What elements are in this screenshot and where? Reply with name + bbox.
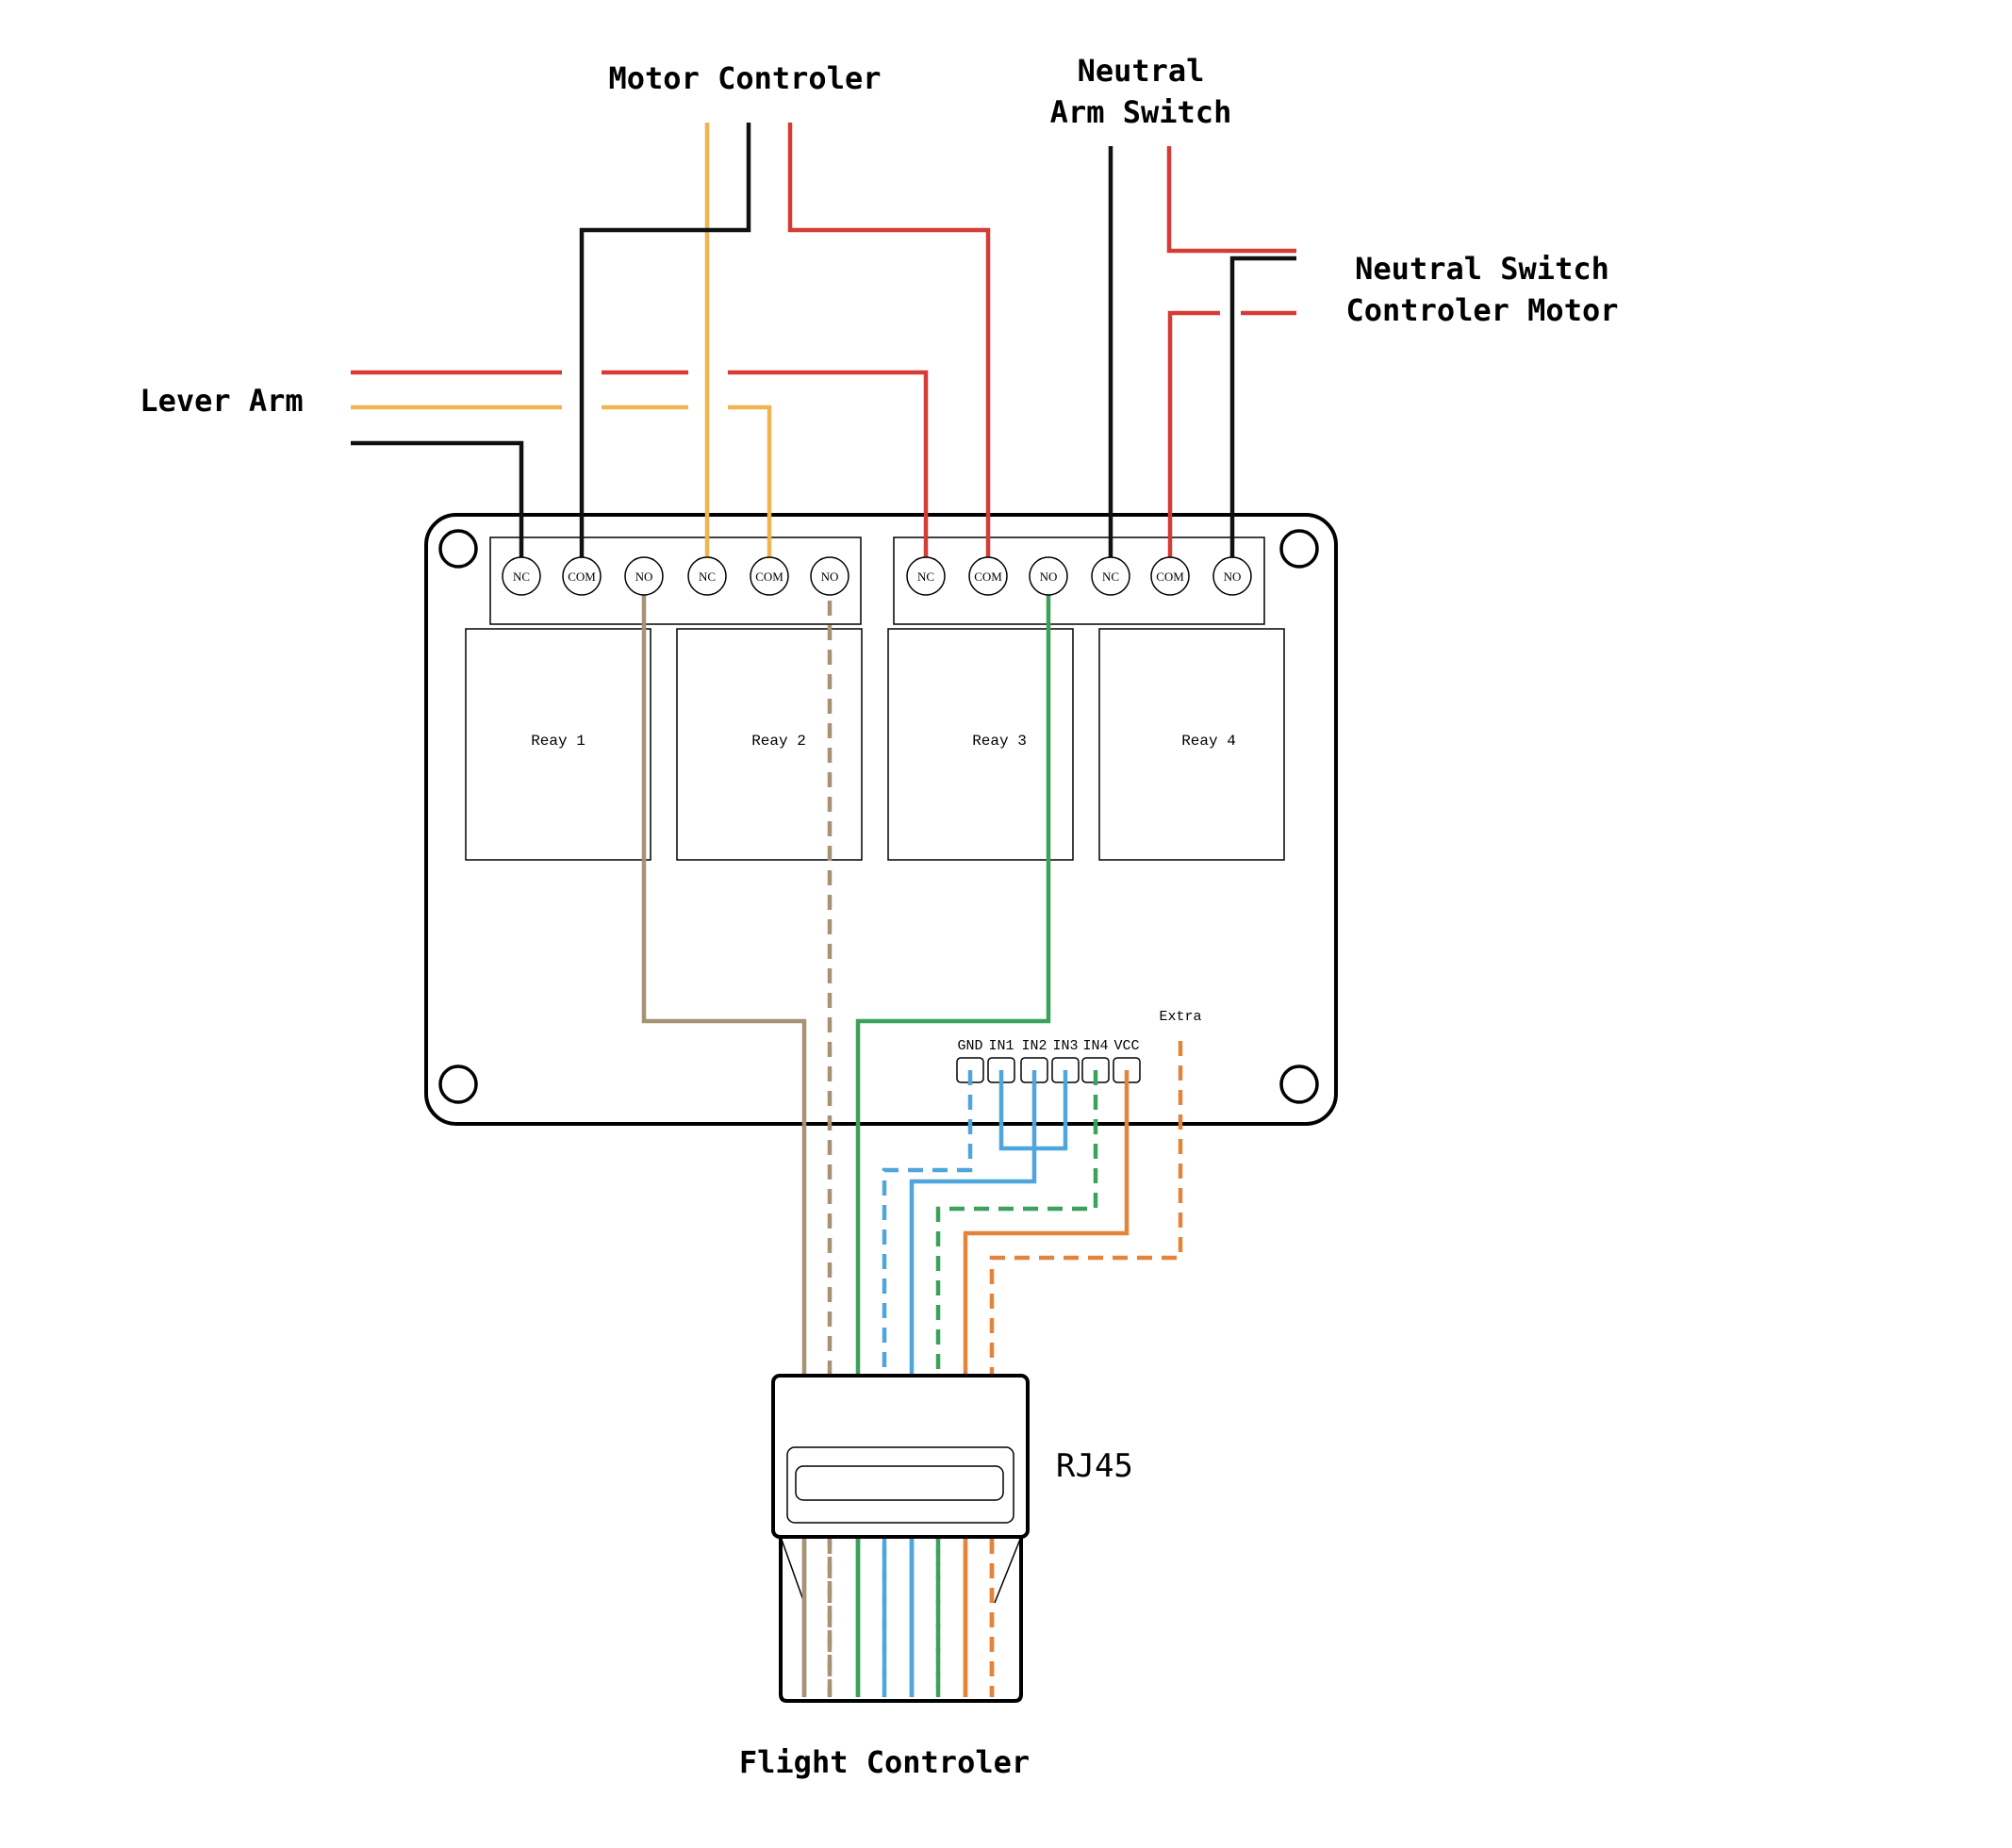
relay-4-label: Reay 4: [1181, 733, 1236, 750]
wire-motor-red: [787, 123, 991, 576]
terminal-2-com: COM: [750, 556, 789, 596]
wire-motor-black: [579, 123, 751, 576]
terminal-4-label: NC: [699, 569, 716, 584]
terminal-2-nc: NC: [687, 556, 727, 596]
wire-neutral-switch-black: [1229, 256, 1296, 576]
terminal-3-com: COM: [968, 556, 1008, 596]
extra-label: Extra: [1159, 1009, 1201, 1025]
neutral-switch-label-2: Controler Motor: [1346, 292, 1619, 328]
terminal-4-no: NO: [1212, 556, 1252, 596]
wire-lever-black: [351, 440, 524, 576]
terminal-5-label: COM: [755, 569, 783, 584]
relay-1: [465, 628, 651, 861]
terminal-8-label: COM: [974, 569, 1002, 584]
terminal-block-right: [893, 536, 1265, 625]
terminal-11-label: COM: [1156, 569, 1184, 584]
rj45-body-bevel-left: [780, 1536, 805, 1604]
relay-2-label: Reay 2: [751, 733, 806, 750]
header-pin-gnd-label: GND: [957, 1038, 982, 1054]
terminal-3-nc: NC: [906, 556, 946, 596]
mounting-hole-top-right: [1279, 529, 1319, 569]
header-pin-in1-label: IN1: [988, 1038, 1014, 1054]
header-pin-in2-label: IN2: [1021, 1038, 1047, 1054]
relay-1-label: Reay 1: [531, 733, 585, 750]
relay-4: [1098, 628, 1285, 861]
relay-3-label: Reay 3: [972, 733, 1027, 750]
rj45-cable-body: [779, 1537, 1023, 1703]
mounting-hole-bottom-left: [438, 1064, 478, 1104]
header-pin-in4-label: IN4: [1082, 1038, 1108, 1054]
terminal-2-label: COM: [568, 569, 596, 584]
rj45-connector: [771, 1374, 1030, 1703]
rj45-label: RJ45: [1056, 1447, 1133, 1485]
terminal-12-label: NO: [1224, 569, 1242, 584]
wire-no1-tan: [641, 576, 807, 1697]
wire-no3-green: [855, 576, 1051, 1697]
neutral-switch-label-1: Neutral Switch: [1355, 251, 1609, 287]
terminal-1-nc: NC: [502, 556, 541, 596]
terminal-3-label: NO: [635, 569, 653, 584]
mounting-hole-top-left: [438, 529, 478, 569]
wire-lever-red-c: [728, 370, 929, 576]
terminal-3-no: NO: [1029, 556, 1068, 596]
terminal-2-no: NO: [810, 556, 849, 596]
rj45-body-bevel-right: [994, 1536, 1022, 1604]
neutral-arm-switch-label-2: Arm Switch: [1050, 94, 1232, 130]
terminal-4-com: COM: [1150, 556, 1190, 596]
terminal-1-label: NC: [513, 569, 530, 584]
terminal-7-label: NC: [917, 569, 934, 584]
terminal-10-label: NC: [1102, 569, 1119, 584]
wire-neutral-arm-red: [1166, 146, 1296, 254]
mounting-hole-bottom-right: [1279, 1064, 1319, 1104]
lever-arm-label: Lever Arm: [140, 383, 303, 419]
terminal-6-label: NO: [821, 569, 839, 584]
terminal-4-nc: NC: [1091, 556, 1130, 596]
motor-controler-label: Motor Controler: [609, 60, 882, 96]
header-pin-in3-label: IN3: [1052, 1038, 1078, 1054]
terminal-block-left: [489, 536, 862, 625]
relay-3: [887, 628, 1074, 861]
header-pin-vcc-label: VCC: [1113, 1038, 1139, 1054]
terminal-row: NC COM NO NC COM NO NC COM NO NC COM NO: [502, 556, 1252, 596]
wire-lever-yellow-c: [728, 404, 772, 576]
wire-neutral-switch-red-b: [1167, 310, 1220, 576]
rj45-latch-inner: [795, 1465, 1004, 1501]
flight-controler-label: Flight Controler: [739, 1744, 1030, 1780]
terminal-1-no: NO: [624, 556, 664, 596]
terminal-1-com: COM: [562, 556, 602, 596]
terminal-9-label: NO: [1040, 569, 1058, 584]
neutral-arm-switch-label-1: Neutral: [1078, 53, 1205, 89]
